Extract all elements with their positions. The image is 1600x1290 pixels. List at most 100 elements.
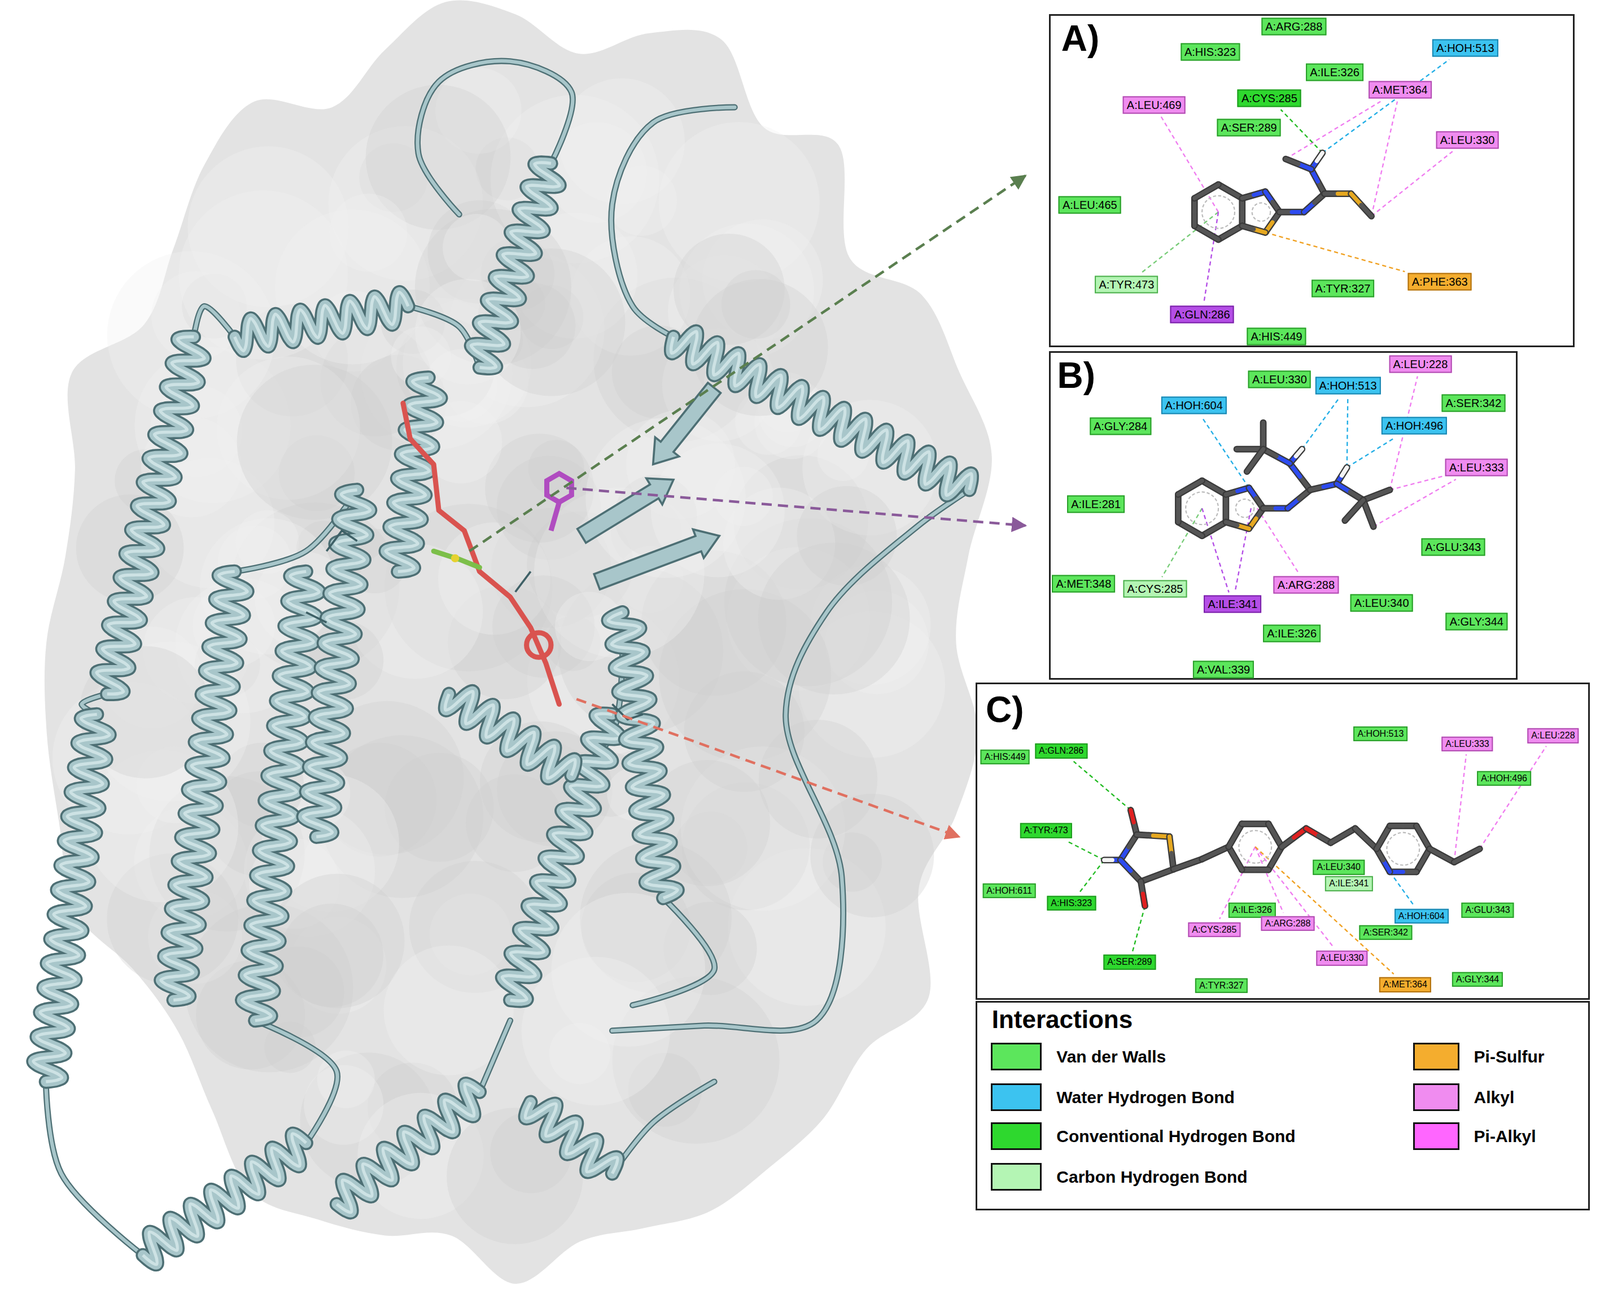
residue-label: A:CYS:285: [1187, 921, 1241, 937]
residue-name: A:ILE:326: [1309, 66, 1360, 79]
residue-label: A:TYR:327: [1195, 978, 1248, 994]
interaction-line: [1389, 871, 1415, 906]
residue-label: A:ILE:326: [1262, 624, 1321, 643]
residue-label: A:LEU:333: [1445, 458, 1508, 476]
residue-label: A:MET:364: [1368, 81, 1432, 99]
interaction-line: [1203, 212, 1219, 303]
interaction-line: [1141, 212, 1219, 273]
residue-name: A:LEU:228: [1393, 357, 1449, 371]
residue-label: A:TYR:473: [1019, 823, 1072, 838]
legend-entry: Van der Walls: [990, 1042, 1166, 1071]
residue-label: A:GLY:344: [1445, 612, 1508, 631]
panel-letter: A): [1061, 20, 1100, 57]
residue-name: A:SER:342: [1363, 927, 1409, 938]
residue-name: A:MET:348: [1056, 576, 1112, 590]
residue-name: A:HOH:513: [1436, 41, 1494, 54]
residue-name: A:GLN:286: [1174, 307, 1231, 321]
protein-surface: [44, 0, 992, 1284]
legend-entry: Pi-Alkyl: [1413, 1122, 1536, 1151]
residue-label: A:HOH:611: [982, 883, 1036, 899]
residue-name: A:HOH:513: [1357, 728, 1404, 738]
residue-name: A:ILE:326: [1266, 627, 1317, 640]
interaction-line: [1371, 151, 1453, 217]
interaction-line: [1281, 109, 1323, 153]
interaction-line: [1389, 475, 1443, 490]
residue-name: A:MET:364: [1383, 979, 1428, 990]
legend-title: Interactions: [991, 1007, 1133, 1033]
residue-name: A:GLY:344: [1456, 974, 1499, 985]
residue-label: A:LEU:465: [1058, 196, 1122, 214]
residue-label: A:HOH:513: [1353, 726, 1408, 741]
residue-label: A:LEU:228: [1389, 355, 1453, 374]
residue-label: A:MET:364: [1379, 977, 1432, 992]
residue-label: A:HOH:604: [1394, 908, 1449, 924]
legend-swatch: [1413, 1083, 1459, 1112]
residue-label: A:LEU:330: [1248, 370, 1311, 389]
interaction-line: [1371, 101, 1398, 217]
residue-name: A:LEU:228: [1531, 730, 1575, 741]
interaction-line: [1073, 761, 1131, 811]
residue-name: A:HIS:449: [984, 752, 1026, 762]
ligand-structure: [975, 682, 1590, 1000]
residue-name: A:GLU:343: [1465, 905, 1511, 915]
residue-name: A:HOH:611: [986, 885, 1033, 896]
residue-name: A:HOH:513: [1318, 379, 1377, 392]
residue-label: A:ARG:288: [1261, 17, 1327, 36]
residue-name: A:PHE:363: [1411, 274, 1468, 288]
residue-label: A:HIS:323: [1046, 895, 1096, 911]
residue-name: A:HOH:496: [1480, 773, 1528, 784]
residue-name: A:ARG:288: [1264, 917, 1311, 928]
interaction-line: [1079, 860, 1105, 893]
residue-label: A:LEU:340: [1313, 859, 1365, 875]
residue-name: A:LEU:330: [1440, 133, 1495, 146]
residue-name: A:VAL:339: [1196, 662, 1250, 676]
legend-swatch: [990, 1042, 1042, 1071]
residue-name: A:ILE:341: [1207, 597, 1258, 610]
legend-swatch: [990, 1163, 1042, 1191]
interaction-line: [1255, 846, 1394, 974]
residue-label: A:ARG:288: [1273, 575, 1339, 594]
residue-label: A:LEU:340: [1350, 594, 1414, 612]
residue-label: A:HIS:449: [1246, 328, 1306, 346]
residue-name: A:GLY:284: [1093, 420, 1148, 433]
residue-name: A:SER:289: [1221, 120, 1278, 134]
legend-text: Conventional Hydrogen Bond: [1056, 1126, 1296, 1147]
callout-arrow: [576, 698, 960, 837]
residue-name: A:CYS:285: [1126, 582, 1183, 595]
residue-label: A:HOH:496: [1381, 416, 1448, 435]
residue-name: A:TYR:473: [1023, 825, 1068, 836]
interaction-line: [1132, 906, 1145, 952]
residue-name: A:LEU:333: [1449, 460, 1505, 474]
residue-label: A:MET:348: [1052, 574, 1116, 593]
legend-text: Water Hydrogen Bond: [1056, 1087, 1235, 1108]
residue-label: A:TYR:327: [1311, 280, 1375, 298]
residue-label: A:SER:342: [1359, 925, 1412, 941]
residue-name: A:SER:342: [1445, 396, 1502, 409]
residue-name: A:ILE:326: [1232, 905, 1272, 915]
interaction-line: [1454, 754, 1467, 863]
legend-swatch: [990, 1122, 1042, 1151]
residue-label: A:HOH:604: [1161, 396, 1227, 414]
callout-arrow: [566, 487, 1026, 526]
residue-label: A:HOH:513: [1432, 38, 1498, 57]
legend-text: Carbon Hydrogen Bond: [1056, 1167, 1248, 1187]
residue-name: A:HOH:604: [1398, 911, 1445, 921]
residue-label: A:PHE:363: [1408, 272, 1472, 291]
residue-name: A:LEU:469: [1126, 98, 1182, 112]
residue-label: A:ILE:326: [1305, 63, 1364, 82]
panel-letter: C): [985, 691, 1025, 728]
residue-label: A:ILE:281: [1067, 495, 1125, 513]
interaction-line: [1347, 437, 1396, 468]
interaction-line: [1373, 479, 1457, 527]
residue-name: A:LEU:330: [1319, 952, 1364, 963]
residue-label: A:CYS:285: [1237, 89, 1302, 107]
residue-name: A:LEU:333: [1445, 738, 1489, 749]
residue-name: A:TYR:327: [1199, 980, 1244, 991]
residue-label: A:LEU:333: [1441, 736, 1493, 751]
legend-text: Van der Walls: [1056, 1047, 1166, 1067]
residue-label: A:ARG:288: [1260, 915, 1315, 931]
legend-text: Pi-Sulfur: [1474, 1047, 1545, 1067]
residue-label: A:TYR:473: [1094, 276, 1158, 294]
interaction-line: [1161, 508, 1202, 577]
interaction-line: [1347, 397, 1349, 468]
